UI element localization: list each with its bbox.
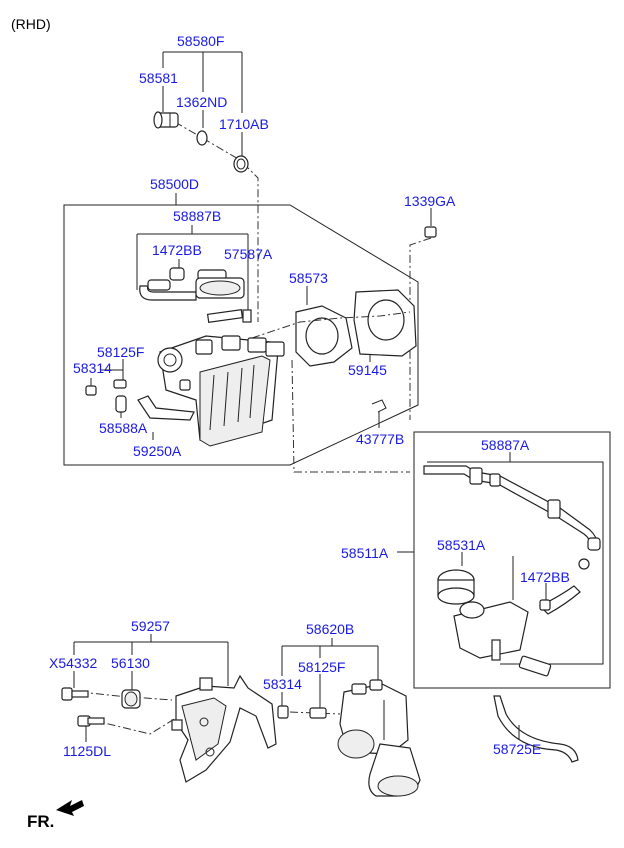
callout-1472BB-bottom[interactable]: 1472BB	[520, 569, 570, 585]
frame-58511A	[397, 431, 611, 689]
gasket-58573	[295, 286, 353, 367]
bolt-1125DL	[77, 715, 105, 727]
fitting-58125F-bottom	[309, 707, 327, 719]
callout-58580F[interactable]: 58580F	[177, 33, 225, 49]
fitting-58314-bottom	[277, 705, 289, 719]
callout-56130[interactable]: 56130	[111, 655, 150, 671]
callout-43777B[interactable]: 43777B	[356, 431, 405, 447]
pump-58620B	[337, 679, 421, 797]
pipe-58887A	[423, 465, 601, 570]
callout-58887B[interactable]: 58887B	[173, 208, 222, 224]
front-direction-label: FR.	[27, 812, 55, 831]
callout-X54332[interactable]: X54332	[49, 655, 98, 671]
leader-lines-top	[162, 51, 259, 322]
hose-58725E	[493, 695, 579, 763]
leader-58620B	[281, 638, 379, 715]
callout-58573[interactable]: 58573	[289, 270, 328, 286]
frame-58500D	[63, 193, 432, 466]
bracket-59250A	[137, 395, 195, 440]
callout-59257[interactable]: 59257	[131, 618, 170, 634]
callout-58620B[interactable]: 58620B	[306, 621, 355, 637]
callout-58581[interactable]: 58581	[139, 70, 178, 86]
callout-58531A[interactable]: 58531A	[437, 537, 486, 553]
bracket-59257	[171, 674, 277, 783]
variant-label: (RHD)	[11, 16, 51, 32]
oring-1710AB	[233, 155, 249, 173]
callout-58887A[interactable]: 58887A	[481, 437, 530, 453]
clip-43777B	[371, 399, 387, 428]
leader-59257	[73, 634, 229, 742]
callout-1710AB[interactable]: 1710AB	[219, 116, 269, 132]
callout-58725E[interactable]: 58725E	[493, 741, 542, 757]
callout-1339GA[interactable]: 1339GA	[404, 193, 456, 209]
pipe-58887B	[139, 267, 252, 324]
callout-1125DL[interactable]: 1125DL	[63, 743, 112, 759]
callout-58314-bottom[interactable]: 58314	[263, 676, 302, 692]
reservoir-58511A	[437, 569, 581, 677]
callout-58314-top[interactable]: 58314	[73, 360, 112, 376]
callout-58500D[interactable]: 58500D	[150, 176, 200, 192]
callout-1362ND[interactable]: 1362ND	[176, 94, 228, 110]
bushing-56130	[121, 689, 141, 709]
plug-58581	[153, 111, 179, 129]
callout-57587A[interactable]: 57587A	[224, 246, 273, 262]
callout-58511A[interactable]: 58511A	[341, 545, 389, 561]
callout-58125F-bottom[interactable]: 58125F	[298, 659, 346, 675]
callout-58588A[interactable]: 58588A	[99, 420, 148, 436]
callout-59145[interactable]: 59145	[348, 362, 387, 378]
bolt-1339GA	[424, 226, 437, 238]
callout-58125F-top[interactable]: 58125F	[97, 344, 145, 360]
front-arrow-icon	[56, 800, 84, 816]
fitting-58125F-top	[85, 359, 127, 396]
hydraulic-module-59250A	[157, 335, 285, 447]
fitting-58588A	[115, 395, 127, 418]
oring-1362ND	[196, 130, 208, 146]
callout-59250A[interactable]: 59250A	[133, 443, 182, 459]
bolt-X54332	[61, 687, 89, 701]
gasket-59145	[353, 289, 417, 362]
callout-1472BB-top[interactable]: 1472BB	[152, 242, 202, 258]
